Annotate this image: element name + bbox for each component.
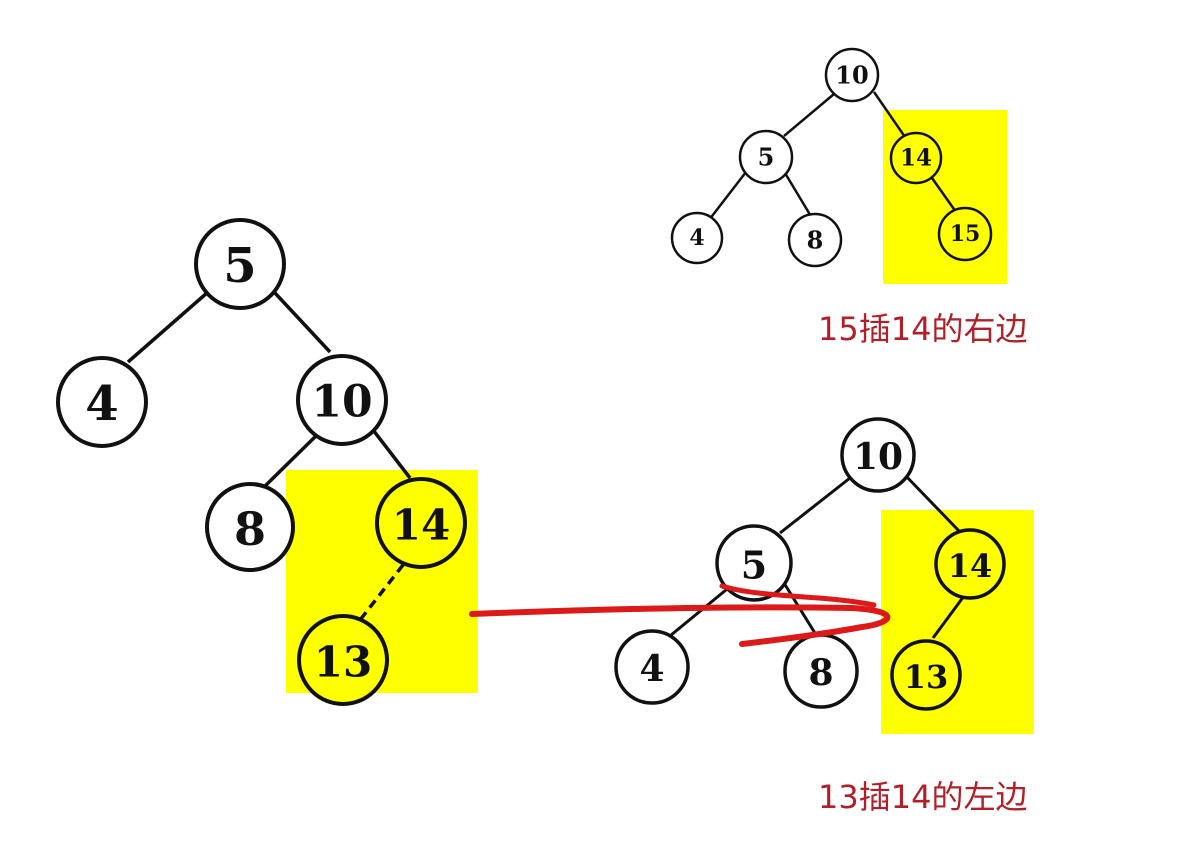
tr-node-8: 8 bbox=[787, 212, 843, 268]
tr-node-15: 15 bbox=[937, 206, 993, 262]
arrow-curl bbox=[719, 583, 877, 608]
br-node-10-label: 10 bbox=[853, 436, 903, 478]
tr-node-5: 5 bbox=[738, 129, 794, 185]
edge-10-14 bbox=[368, 424, 412, 480]
tr-node-10: 10 bbox=[824, 47, 880, 103]
br-node-8-label: 8 bbox=[808, 652, 833, 694]
top-right-edges bbox=[708, 91, 958, 221]
caption-insert-13-left: 13插14的左边 bbox=[818, 778, 1028, 816]
tr-node-5-label: 5 bbox=[758, 143, 775, 172]
left-node-13-label: 13 bbox=[314, 638, 372, 687]
caption-insert-15-right: 15插14的右边 bbox=[818, 310, 1028, 348]
left-node-10-label: 10 bbox=[311, 377, 372, 428]
red-arrow bbox=[469, 583, 891, 647]
br-node-13-label: 13 bbox=[904, 658, 949, 696]
left-node-4-label: 4 bbox=[85, 376, 118, 432]
br-node-8: 8 bbox=[783, 633, 859, 709]
tr-node-8-label: 8 bbox=[807, 226, 824, 255]
left-node-10: 10 bbox=[296, 354, 388, 446]
br-node-4-label: 4 bbox=[639, 648, 664, 690]
edge-5-4 bbox=[126, 290, 210, 364]
tr-node-15-label: 15 bbox=[950, 221, 981, 247]
edge-14-13-dashed bbox=[358, 563, 405, 622]
arrow-stroke bbox=[469, 604, 891, 647]
tr-node-4-label: 4 bbox=[689, 225, 704, 251]
left-node-5-label: 5 bbox=[223, 238, 256, 294]
br-node-13: 13 bbox=[890, 639, 962, 711]
br-node-4: 4 bbox=[614, 629, 690, 705]
edge-14-13 bbox=[931, 595, 966, 639]
edge-5-10 bbox=[273, 291, 332, 354]
br-node-5-label: 5 bbox=[741, 543, 767, 588]
bottom-right-tree: 10 5 14 4 8 13 bbox=[614, 417, 1034, 734]
edge-10-14 bbox=[872, 91, 907, 138]
edge-5-4 bbox=[708, 171, 747, 221]
edge-10-8 bbox=[260, 430, 322, 491]
edge-5-8 bbox=[782, 582, 820, 639]
br-node-10: 10 bbox=[840, 417, 916, 493]
edge-10-5 bbox=[783, 93, 835, 137]
left-node-14-label: 14 bbox=[392, 501, 450, 550]
edge-5-4 bbox=[664, 583, 733, 642]
bottom-right-edges bbox=[664, 472, 966, 642]
edge-10-5 bbox=[779, 476, 851, 535]
left-tree: 5 4 10 8 14 13 bbox=[56, 218, 478, 706]
tr-node-14: 14 bbox=[889, 131, 943, 185]
left-node-5: 5 bbox=[194, 218, 286, 310]
tr-node-4: 4 bbox=[670, 211, 724, 265]
br-node-14-label: 14 bbox=[948, 547, 993, 585]
left-node-4: 4 bbox=[56, 356, 148, 448]
br-node-14: 14 bbox=[934, 528, 1006, 600]
edge-5-8 bbox=[783, 172, 814, 219]
edge-10-14 bbox=[902, 472, 962, 534]
tr-node-14-label: 14 bbox=[900, 145, 932, 172]
tr-node-10-label: 10 bbox=[835, 61, 868, 90]
left-node-13: 13 bbox=[297, 614, 389, 706]
br-node-5: 5 bbox=[715, 524, 793, 602]
edge-14-15 bbox=[930, 177, 958, 213]
left-node-8: 8 bbox=[205, 482, 295, 572]
left-node-8-label: 8 bbox=[234, 502, 266, 556]
top-right-tree: 10 5 14 4 8 15 bbox=[670, 47, 1007, 284]
left-edges bbox=[126, 290, 412, 622]
left-node-14: 14 bbox=[375, 477, 467, 569]
